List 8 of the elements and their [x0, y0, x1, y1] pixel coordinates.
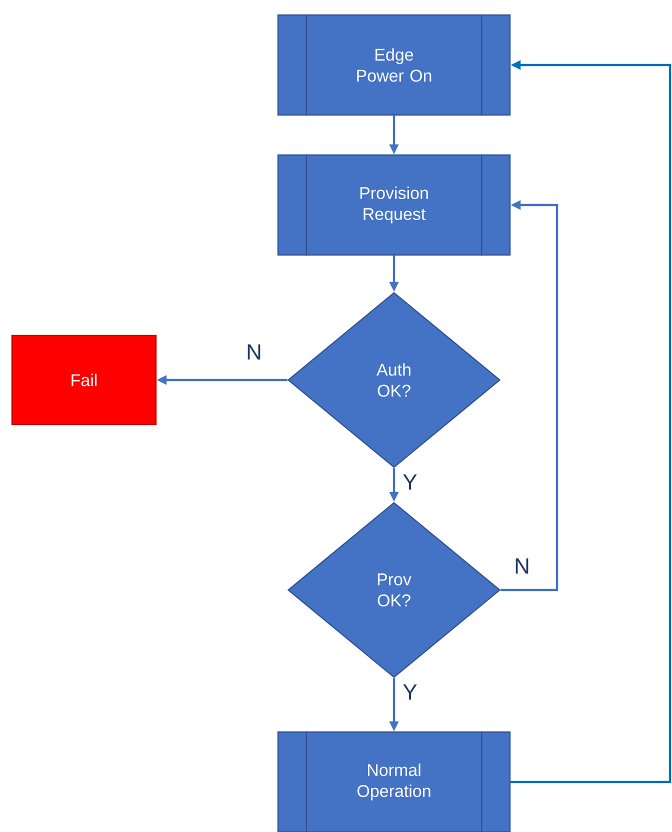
process-box: Provision Request — [277, 154, 511, 256]
edge-label: Y — [402, 473, 418, 491]
edge-label: N — [513, 557, 531, 575]
process-box: Normal Operation — [277, 731, 511, 832]
edge-label: N — [245, 343, 263, 361]
edge-label: Y — [402, 683, 418, 701]
terminal-box: Fail — [11, 334, 157, 426]
process-box: Edge Power On — [277, 14, 511, 116]
